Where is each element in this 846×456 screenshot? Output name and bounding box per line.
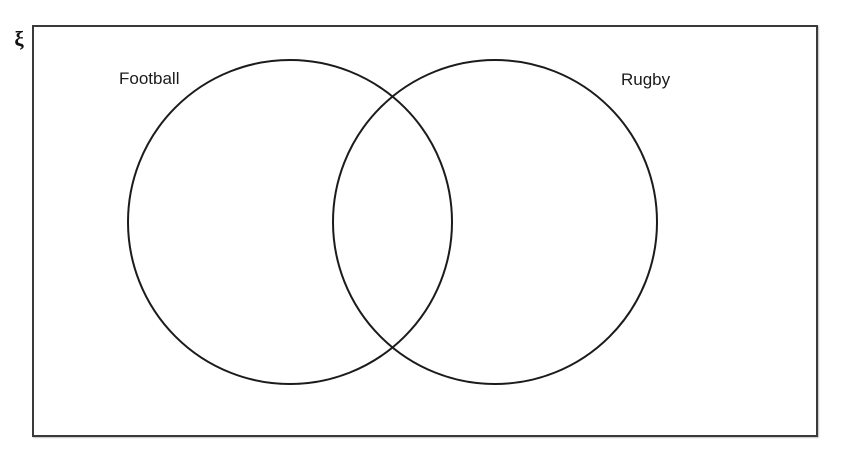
- rugby-set-label: Rugby: [621, 70, 671, 89]
- universal-set-symbol: ξ: [14, 27, 24, 51]
- rugby-circle[interactable]: [332, 59, 658, 385]
- football-set-label: Football: [119, 69, 180, 88]
- football-circle[interactable]: [127, 59, 453, 385]
